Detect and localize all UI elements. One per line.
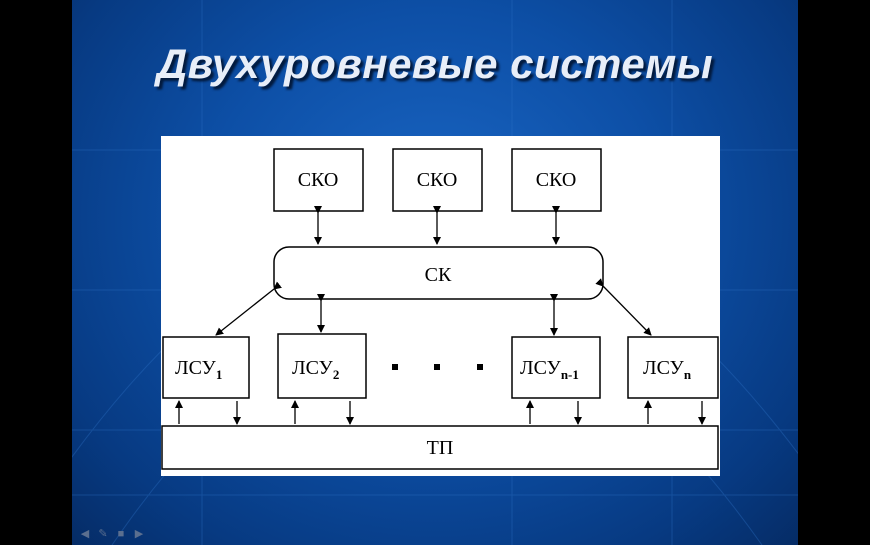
tp-label: ТП	[427, 437, 454, 459]
arrow-left-icon[interactable]: ◀	[80, 528, 90, 540]
arrow-right-icon[interactable]: ▶	[134, 528, 144, 540]
lsu-label-3: ЛСУn-1	[520, 357, 579, 382]
sk-box	[273, 246, 604, 300]
slide-title: Двухуровневые системы	[156, 40, 714, 87]
lsu-box-4	[627, 336, 719, 399]
lsu-label-2: ЛСУ2	[292, 357, 339, 382]
sko-box-3	[511, 148, 602, 212]
diagram-svg: СКО СКО СКО СК ЛСУ1 ЛСУ2 ЛСУn-1 ЛСУn ТП	[161, 148, 719, 470]
slide-nav-controls: ◀ ✎ ■ ▶	[78, 524, 158, 540]
menu-icon[interactable]: ■	[117, 528, 125, 540]
lsu-box-3	[511, 336, 601, 399]
sko-box-2	[392, 148, 483, 212]
sko-label-2: СКО	[417, 169, 458, 191]
sko-label-3: СКО	[536, 169, 577, 191]
ellipsis-dots	[392, 364, 483, 370]
lsu-label-1: ЛСУ1	[175, 357, 222, 382]
lsu-box-1	[162, 336, 250, 399]
lsu-box-2	[277, 333, 367, 399]
pen-icon[interactable]: ✎	[98, 528, 108, 540]
lsu-label-4: ЛСУn	[643, 357, 692, 382]
sko-label-1: СКО	[298, 169, 339, 191]
sk-label: СК	[425, 264, 452, 286]
tp-box	[161, 425, 719, 470]
diagram: СКО СКО СКО СК ЛСУ1 ЛСУ2 ЛСУn-1 ЛСУn ТП	[161, 136, 720, 476]
sko-box-1	[273, 148, 364, 212]
